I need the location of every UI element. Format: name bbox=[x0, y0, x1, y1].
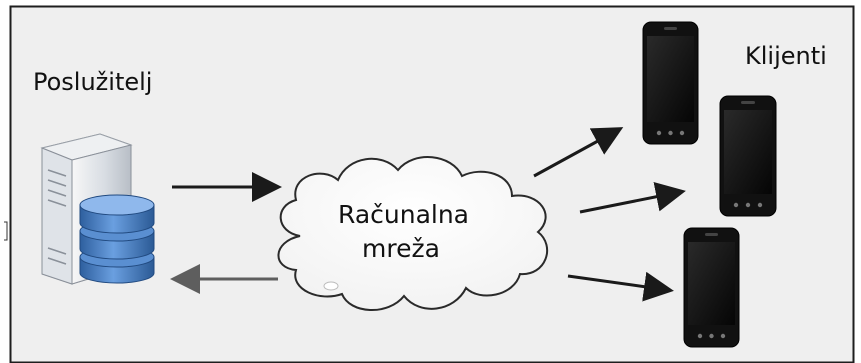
smartphone-icon bbox=[683, 227, 740, 348]
network-label-line-1: Računalna bbox=[338, 200, 470, 229]
cloud-icon bbox=[277, 156, 549, 311]
network-label: Računalna mreža bbox=[338, 198, 470, 266]
arrow-network-to-client-1 bbox=[533, 127, 624, 178]
edge-bracket bbox=[4, 221, 8, 241]
arrow-network-to-client-3 bbox=[567, 271, 674, 302]
clients-label: Klijenti bbox=[745, 42, 827, 70]
arrow-network-to-client-2 bbox=[579, 181, 686, 214]
network-label-line-2: mreža bbox=[362, 234, 440, 263]
server-label: Poslužitelj bbox=[33, 68, 153, 96]
database-icon bbox=[79, 194, 155, 284]
smartphone-icon bbox=[719, 95, 777, 217]
smartphone-icon bbox=[642, 21, 699, 145]
